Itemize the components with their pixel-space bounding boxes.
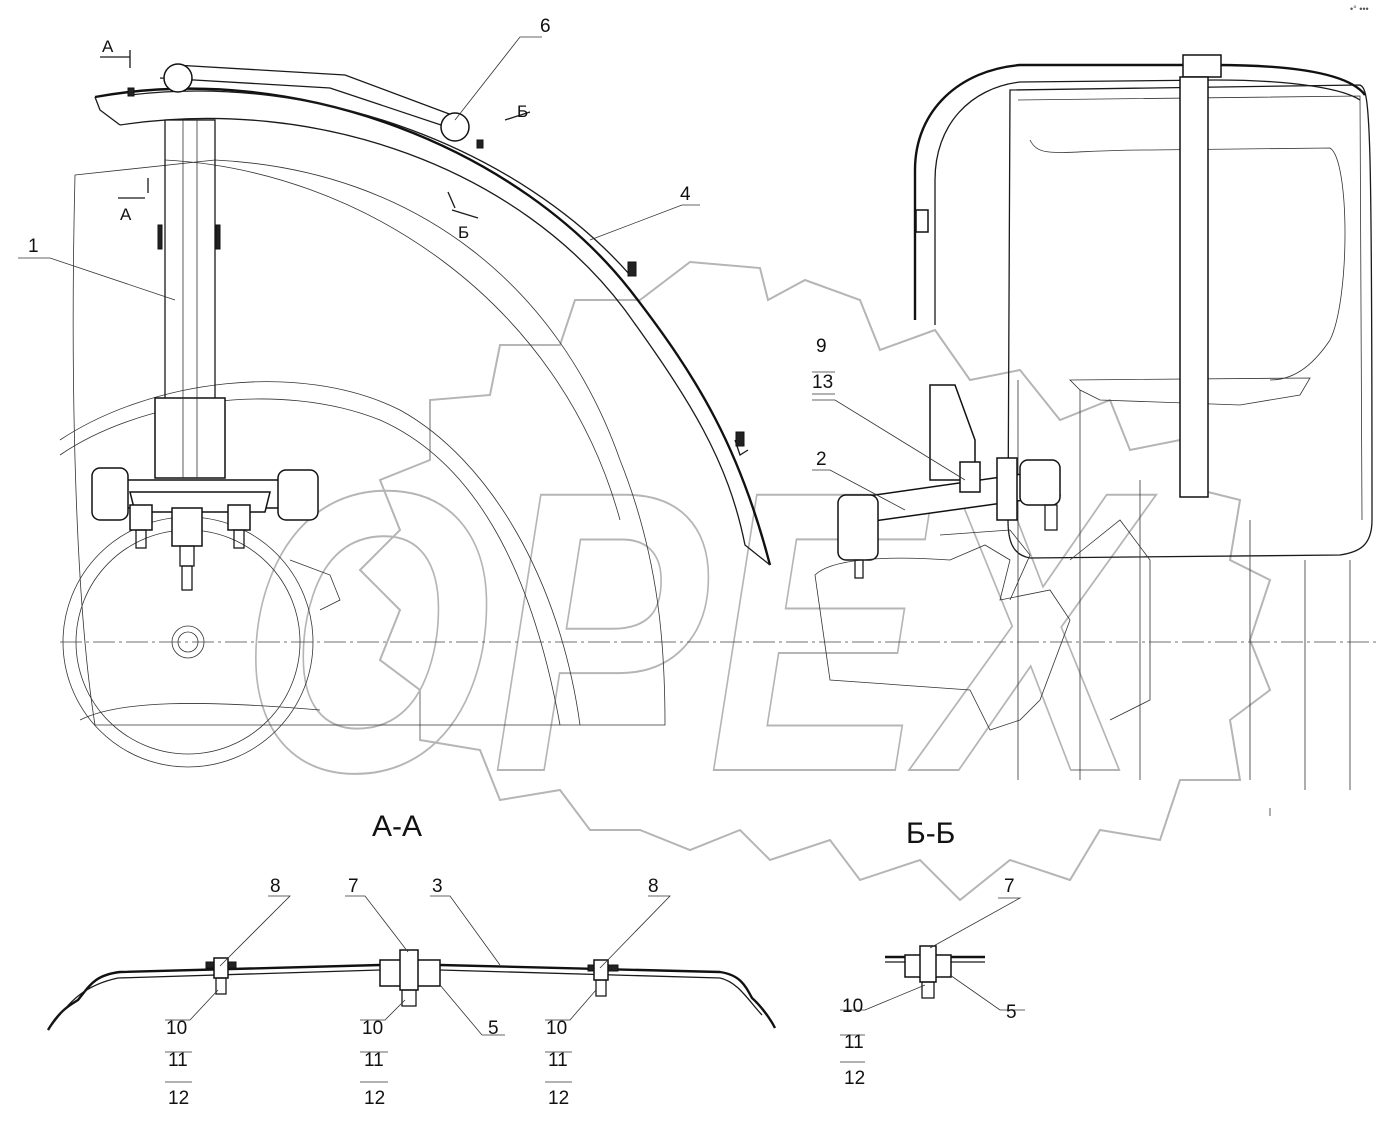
callout-aa-12-right: 12 <box>548 1088 569 1109</box>
section-mark-a-top: А <box>102 37 114 56</box>
callout-aa-3: 3 <box>432 876 443 897</box>
leader-lines <box>18 36 1271 1083</box>
callout-aa-8-left: 8 <box>270 876 281 897</box>
callout-bb-11: 11 <box>844 1032 864 1053</box>
callout-aa-8-right: 8 <box>648 876 659 897</box>
callout-aa-10-mid: 10 <box>362 1018 383 1039</box>
callout-aa-11-left: 11 <box>168 1050 188 1071</box>
section-title-bb: Б-Б <box>906 817 955 850</box>
callout-aa-11-right: 11 <box>548 1050 568 1071</box>
callout-4: 4 <box>680 184 691 205</box>
callout-bb-7: 7 <box>1004 876 1015 897</box>
section-mark-b-right: Б <box>517 102 528 121</box>
corner-mark: •° ••• <box>1350 4 1369 14</box>
callout-aa-10-left: 10 <box>166 1018 187 1039</box>
callout-aa-5: 5 <box>488 1018 499 1039</box>
callout-aa-12-left: 12 <box>168 1088 189 1109</box>
callout-aa-10-right: 10 <box>546 1018 567 1039</box>
right-view <box>814 54 1373 790</box>
callout-bb-10: 10 <box>842 996 863 1017</box>
callout-bb-12: 12 <box>844 1068 865 1089</box>
callout-aa-7: 7 <box>348 876 359 897</box>
callout-6: 6 <box>540 16 551 37</box>
callout-bb-5: 5 <box>1006 1002 1017 1023</box>
section-bb-drawing <box>885 945 985 999</box>
callout-aa-11-mid: 11 <box>364 1050 384 1071</box>
section-title-aa: А-А <box>372 810 422 843</box>
callout-2: 2 <box>816 449 827 470</box>
section-aa-drawing <box>46 949 777 1031</box>
callout-1: 1 <box>28 236 39 257</box>
labels: А А Б Б 1 6 4 9 13 2 А-А Б-Б 8 7 3 8 10 … <box>28 4 1369 1109</box>
watermark-gear: OPEX <box>239 260 1272 902</box>
section-mark-b-left: Б <box>458 223 469 242</box>
callout-9: 9 <box>816 336 827 357</box>
left-view <box>59 63 1380 768</box>
callout-aa-12-mid: 12 <box>364 1088 385 1109</box>
section-mark-a-bottom: А <box>120 205 132 224</box>
callout-13: 13 <box>812 372 833 393</box>
